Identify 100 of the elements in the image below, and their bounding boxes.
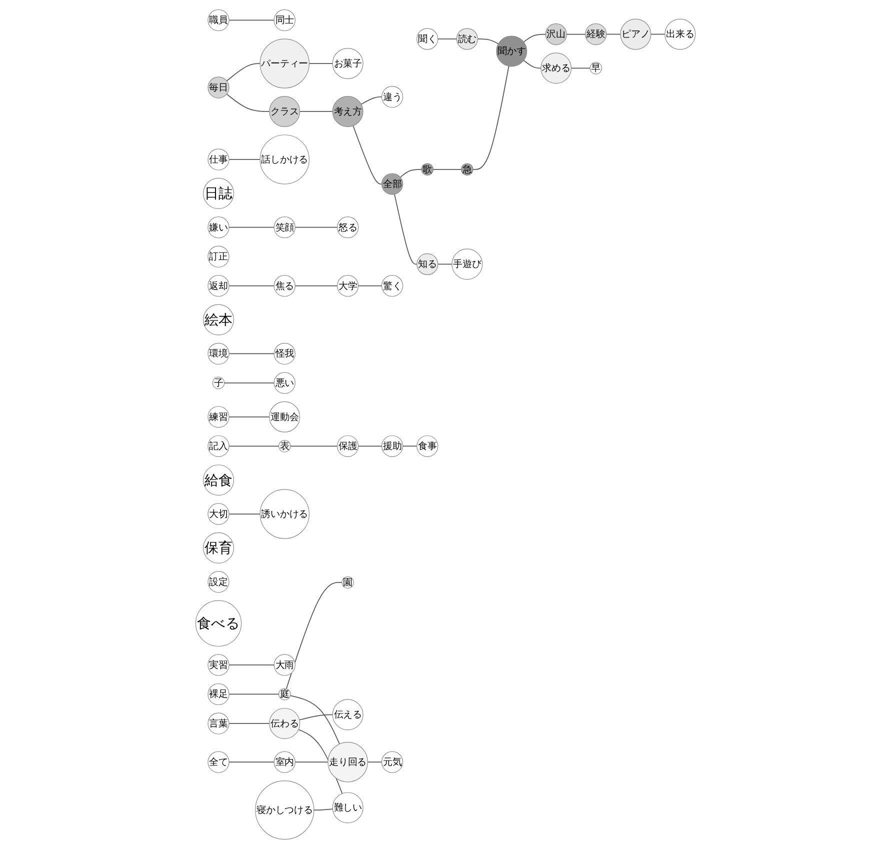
connector xyxy=(402,446,418,447)
connector xyxy=(228,416,270,418)
node-circle: 出来る xyxy=(664,18,696,50)
connector xyxy=(437,264,452,265)
node-circle: 毎日 xyxy=(208,76,230,98)
connector xyxy=(228,762,274,763)
connector xyxy=(228,694,280,695)
connector xyxy=(523,34,546,42)
node-circle: 難しい xyxy=(332,792,364,824)
connector xyxy=(367,762,382,763)
node-circle: 設定 xyxy=(208,571,230,593)
node-circle: 園 xyxy=(342,576,354,589)
node-circle: 保育 xyxy=(202,532,234,564)
node-circle: 練習 xyxy=(208,406,230,428)
node-circle: 日誌 xyxy=(202,178,234,209)
node-circle: 訂正 xyxy=(208,246,230,268)
node-circle: 誘いかける xyxy=(260,489,310,539)
connector xyxy=(228,226,274,228)
node-circle: 職員 xyxy=(208,9,230,32)
connector xyxy=(298,714,334,720)
connector xyxy=(360,96,382,105)
connector xyxy=(472,66,510,170)
connector xyxy=(294,762,328,763)
node-circle: 環境 xyxy=(208,342,230,365)
node-circle: 聞かす xyxy=(496,36,528,67)
node-circle: 沢山 xyxy=(545,23,567,46)
connector xyxy=(313,808,334,810)
node-circle: パーティー xyxy=(260,38,310,88)
connector xyxy=(226,94,270,112)
node-circle: 大切 xyxy=(208,503,230,525)
connector xyxy=(228,664,274,666)
node-circle: 実習 xyxy=(208,654,230,676)
connector xyxy=(290,446,338,447)
connector xyxy=(358,285,382,286)
connector xyxy=(226,63,260,82)
node-circle: お菓子 xyxy=(332,48,364,80)
node-circle: 室内 xyxy=(274,751,296,773)
node-circle: 読む xyxy=(456,28,478,50)
node-circle: 全部 xyxy=(381,173,404,195)
node-circle: 早 xyxy=(590,62,602,74)
node-circle: 怪我 xyxy=(274,342,296,365)
node-circle: 悪い xyxy=(274,372,296,394)
node-circle: 言葉 xyxy=(208,712,230,734)
connector xyxy=(294,226,338,228)
node-circle: 子 xyxy=(212,376,225,390)
node-circle: 運動会 xyxy=(269,401,300,432)
connector xyxy=(606,34,621,35)
connector xyxy=(308,63,334,64)
connector xyxy=(299,111,334,112)
node-circle: 食事 xyxy=(416,435,438,457)
node-circle: 全て xyxy=(208,751,230,773)
node-circle: ピアノ xyxy=(620,18,652,50)
connector xyxy=(224,382,274,384)
node-circle: 大学 xyxy=(336,275,359,297)
connector xyxy=(566,34,586,35)
node-circle: 庭 xyxy=(278,688,291,700)
connector xyxy=(437,38,458,40)
node-circle: 知る xyxy=(416,253,438,275)
node-circle: 歌 xyxy=(421,163,434,176)
node-circle: 嫌い xyxy=(208,216,230,238)
node-circle: 走り回る xyxy=(328,742,368,782)
connector xyxy=(286,582,342,690)
node-circle: 経験 xyxy=(585,23,607,46)
connector xyxy=(352,125,382,184)
node-circle: 手遊び xyxy=(452,248,483,280)
node-circle: 同士 xyxy=(274,9,296,32)
node-circle: 考え方 xyxy=(332,96,364,127)
node-circle: 記入 xyxy=(208,435,230,457)
node-circle: 給食 xyxy=(202,464,234,496)
node-circle: 話しかける xyxy=(260,134,310,184)
node-circle: 伝わる xyxy=(269,708,300,739)
connector xyxy=(432,168,462,170)
node-circle: 寝かしつける xyxy=(255,780,314,840)
node-circle: 元気 xyxy=(381,751,404,773)
node-circle: 違う xyxy=(381,86,404,108)
connector xyxy=(294,285,338,286)
node-circle: 返却 xyxy=(208,275,230,297)
node-circle: 仕事 xyxy=(208,148,230,170)
node-circle: 裸足 xyxy=(208,683,230,706)
connector xyxy=(228,353,274,354)
connector xyxy=(523,60,542,69)
node-circle: 援助 xyxy=(381,435,404,457)
node-circle: 聞く xyxy=(416,28,438,50)
node-circle: 求める xyxy=(540,52,572,84)
node-circle: 急 xyxy=(461,163,474,176)
node-circle: 大雨 xyxy=(274,654,296,676)
connector xyxy=(228,723,270,724)
node-circle: 笑顔 xyxy=(274,216,296,238)
node-circle: 怒る xyxy=(336,216,359,238)
connector xyxy=(228,446,280,447)
connector xyxy=(228,159,260,160)
node-circle: 焦る xyxy=(274,275,296,297)
node-circle: 表 xyxy=(278,440,291,452)
node-circle: クラス xyxy=(269,96,300,127)
node-circle: 保護 xyxy=(336,435,359,457)
connector xyxy=(394,194,418,265)
connector xyxy=(228,285,274,286)
connector xyxy=(290,695,340,744)
node-circle: 驚く xyxy=(381,275,404,297)
connector xyxy=(358,446,382,447)
